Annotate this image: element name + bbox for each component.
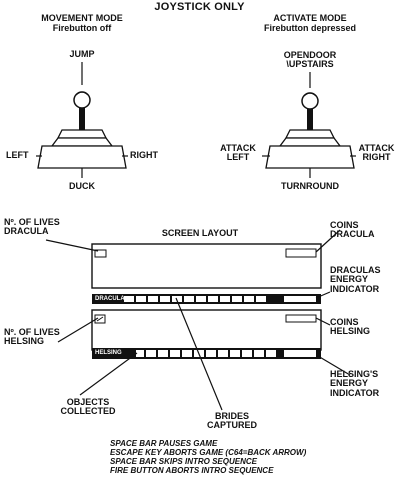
helsing-bar-label: HELSING <box>95 350 122 356</box>
activate-right-line2: RIGHT <box>362 152 391 163</box>
lives-dracula-line1: Nº. OF LIVES <box>4 217 60 227</box>
helsing-energy-line2: ENERGY <box>330 378 369 389</box>
lives-dracula-line2: DRACULA <box>4 226 49 237</box>
lives-helsing-line2: HELSING <box>4 336 45 347</box>
note-escape: ESCAPE KEY ABORTS GAME (C64=BACK ARROW) <box>110 448 307 457</box>
joystick-movement-illustration <box>36 62 128 178</box>
leader-lines <box>45 229 351 411</box>
coins-helsing-line1: COINS <box>330 317 359 327</box>
dracula-energy-line2: ENERGY <box>330 274 369 285</box>
movement-mode-title: MOVEMENT MODE <box>41 13 123 23</box>
movement-right-label: RIGHT <box>130 150 158 160</box>
note-pause: SPACE BAR PAUSES GAME <box>110 439 218 448</box>
coins-dracula-line2: DRACULA <box>330 229 375 240</box>
dracula-energy-line3: INDICATOR <box>330 283 380 294</box>
objects-collected-label: OBJECTS COLLECTED <box>48 397 128 417</box>
activate-right-line1: ATTACK <box>358 143 395 153</box>
activate-down-label: TURNROUND <box>281 181 339 191</box>
dracula-energy-label: DRACULAS ENERGY INDICATOR <box>330 265 381 294</box>
lives-helsing-line1: Nº. OF LIVES <box>4 327 60 337</box>
dracula-energy-line1: DRACULAS <box>330 265 381 275</box>
dracula-bar-label: DRACULA <box>95 296 125 302</box>
activate-up-line2: \UPSTAIRS <box>286 59 334 70</box>
activate-left-line1: ATTACK <box>220 143 256 153</box>
brides-captured-line2: CAPTURED <box>206 420 257 431</box>
lives-dracula-label: Nº. OF LIVES DRACULA <box>4 217 60 237</box>
activate-left-label: ATTACK LEFT <box>214 143 262 163</box>
activate-up-label: OPENDOOR \UPSTAIRS <box>270 50 350 70</box>
note-skip-intro: SPACE BAR SKIPS INTRO SEQUENCE <box>110 457 257 466</box>
coins-dracula-line1: COINS <box>330 220 359 230</box>
objects-collected-line1: OBJECTS <box>66 397 110 407</box>
activate-up-line1: OPENDOOR <box>283 50 337 60</box>
movement-mode-subtitle: Firebutton off <box>52 23 112 33</box>
movement-down-label: DUCK <box>69 181 95 191</box>
objects-collected-line2: COLLECTED <box>60 406 116 417</box>
activate-right-label: ATTACK RIGHT <box>354 143 399 163</box>
screen-layout-diagram <box>91 243 322 359</box>
activate-left-line2: LEFT <box>226 152 250 163</box>
activate-mode-subtitle: Firebutton depressed <box>263 23 356 33</box>
brides-captured-label: BRIDES CAPTURED <box>192 411 272 431</box>
lives-helsing-label: Nº. OF LIVES HELSING <box>4 327 60 347</box>
screen-layout-title: SCREEN LAYOUT <box>161 228 239 238</box>
note-abort-intro: FIRE BUTTON ABORTS INTRO SEQUENCE <box>110 466 274 475</box>
movement-up-label: JUMP <box>69 49 95 59</box>
activate-mode-title: ACTIVATE MODE <box>273 13 347 23</box>
coins-helsing-label: COINS HELSING <box>330 317 371 337</box>
coins-dracula-label: COINS DRACULA <box>330 220 375 240</box>
movement-left-label: LEFT <box>6 150 29 160</box>
helsing-energy-label: HELSING'S ENERGY INDICATOR <box>330 369 380 398</box>
helsing-energy-line1: HELSING'S <box>330 369 379 379</box>
joystick-activate-illustration <box>262 72 356 178</box>
page-title: JOYSTICK ONLY <box>154 1 245 13</box>
coins-helsing-line2: HELSING <box>330 326 371 337</box>
brides-captured-line1: BRIDES <box>214 411 249 421</box>
helsing-energy-line3: INDICATOR <box>330 387 380 398</box>
